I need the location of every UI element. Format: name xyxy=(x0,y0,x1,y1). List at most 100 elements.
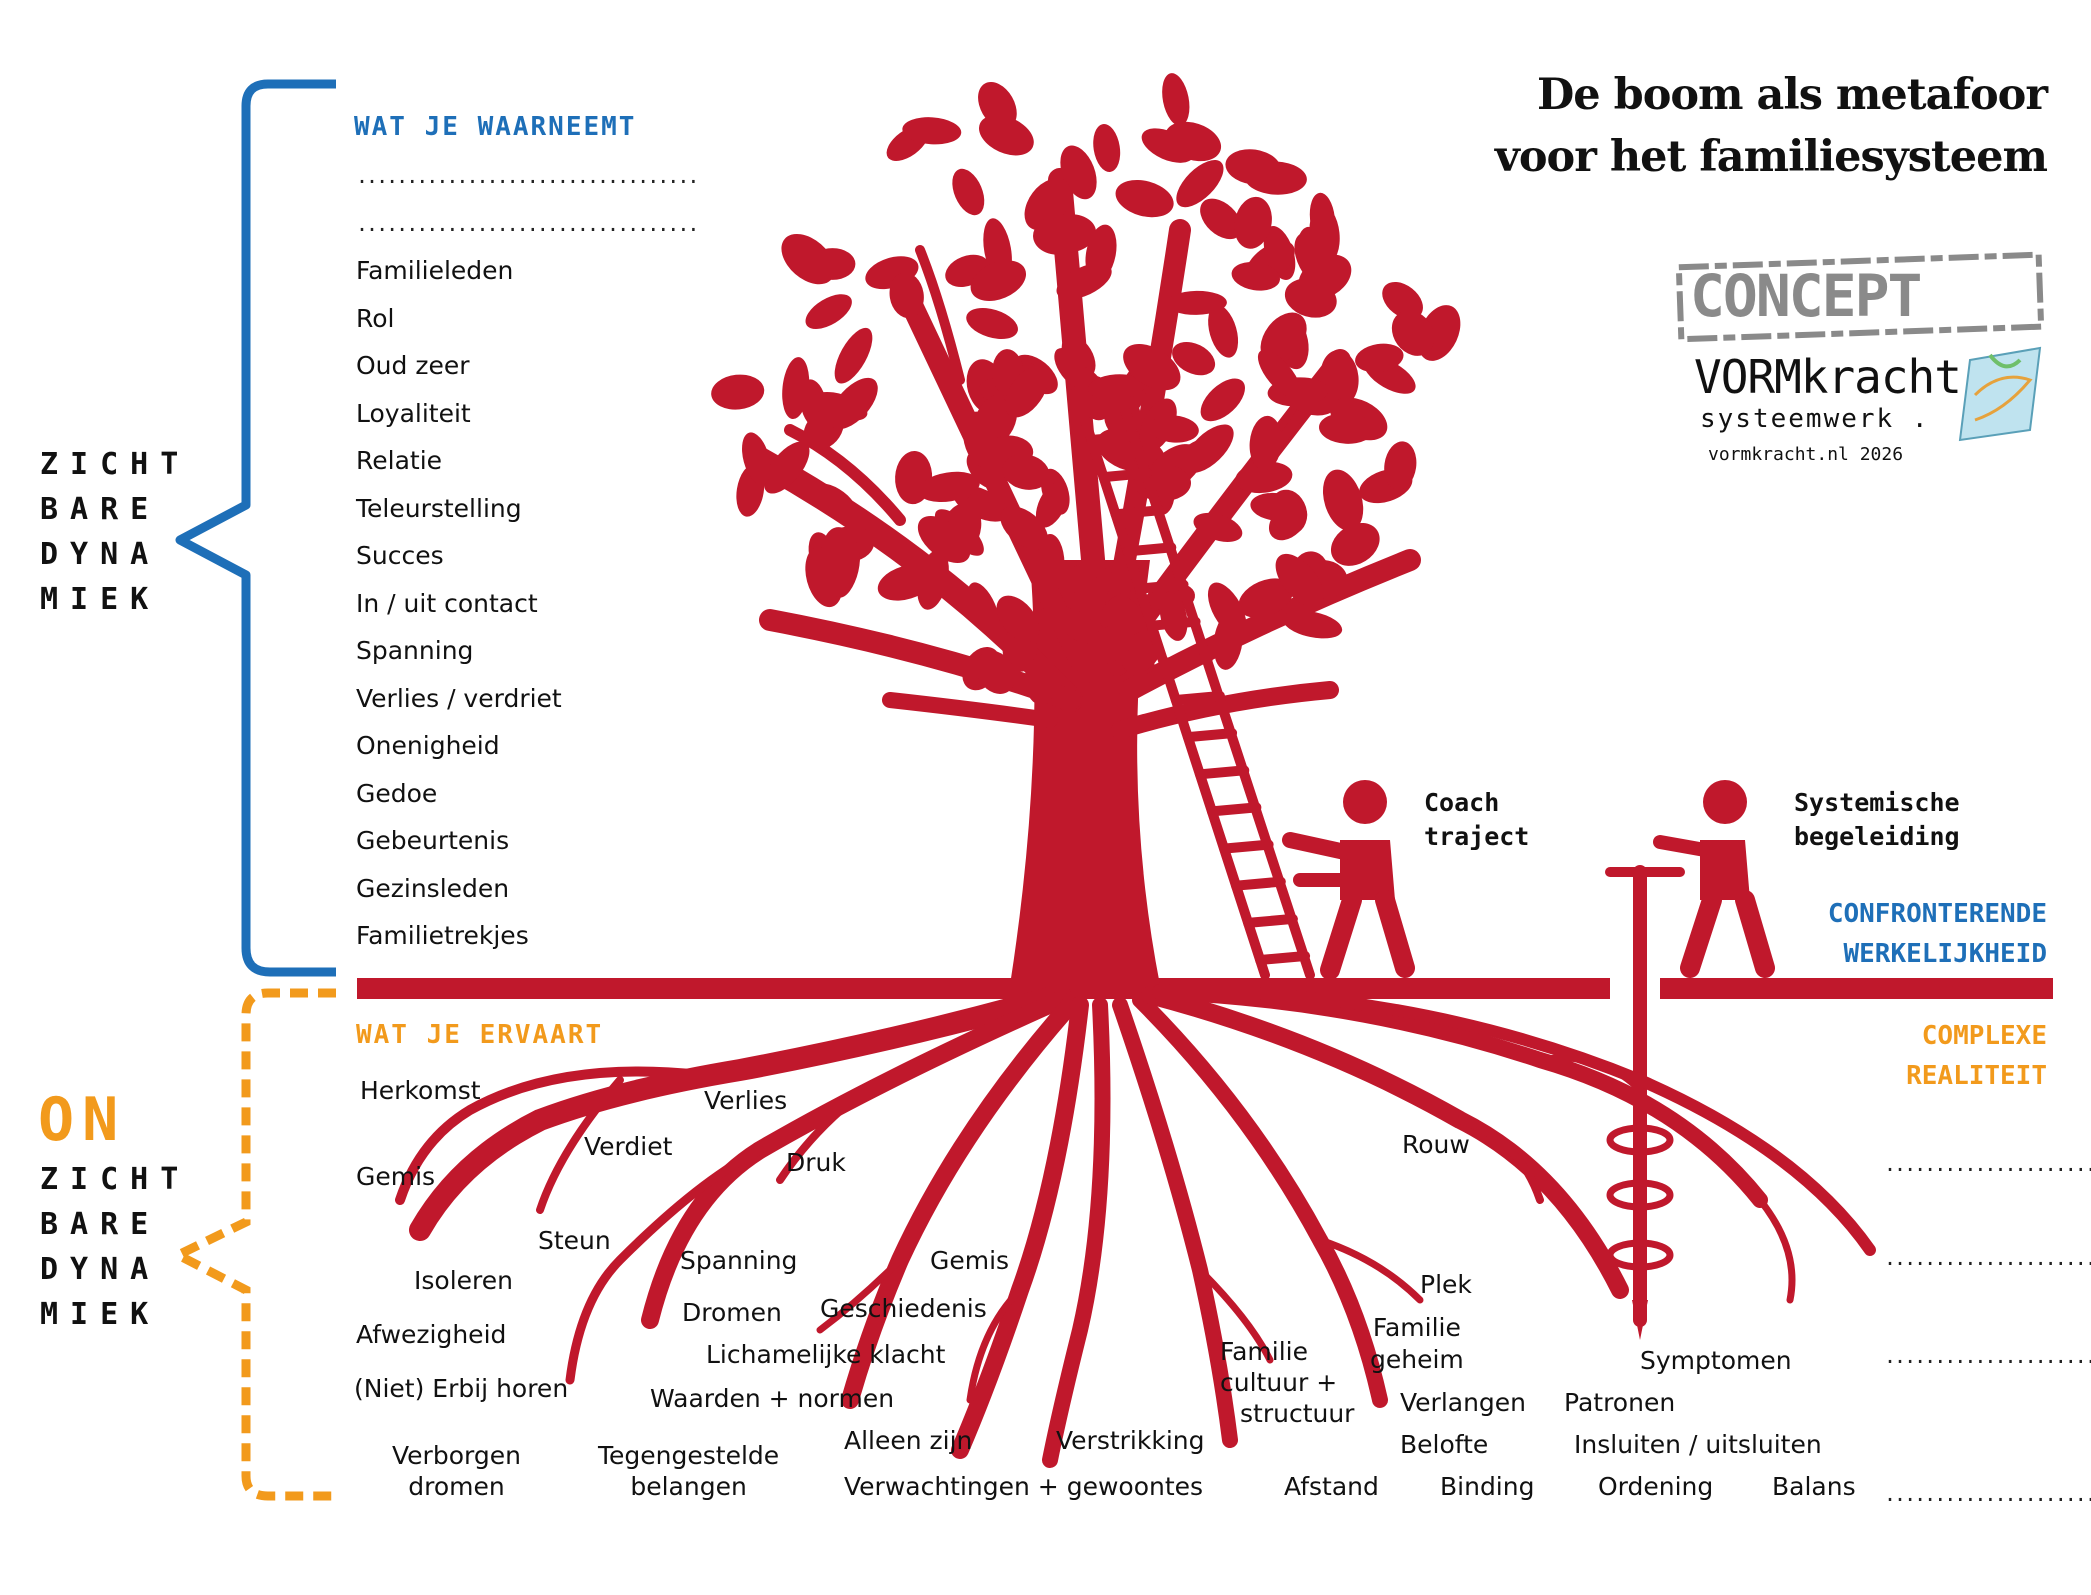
perceive-item: Gedoe xyxy=(356,778,438,808)
systemic-label: Systemische begeleiding xyxy=(1794,786,1960,854)
leaf xyxy=(996,595,1040,642)
verborgen-line-2: dromen xyxy=(408,1472,505,1501)
leaf xyxy=(966,308,1018,339)
leaf xyxy=(1213,612,1243,670)
root-word-verlies: Verlies xyxy=(704,1086,788,1115)
ladder-rung xyxy=(1158,653,1213,668)
leaf xyxy=(1330,522,1380,566)
root-word-dromen: Dromen xyxy=(682,1298,782,1327)
visible-label-line: DYNA xyxy=(40,537,161,572)
ladder-rung xyxy=(1255,951,1311,965)
coach-line-1: Coach xyxy=(1424,788,1500,817)
leaf xyxy=(1319,412,1374,444)
ladder-rung xyxy=(1146,616,1201,631)
leaf xyxy=(742,432,771,485)
leaf xyxy=(1234,196,1272,249)
familie-cultuur-line-2: cultuur + xyxy=(1220,1368,1338,1397)
root-word-verwachtingen-gewoontes: Verwachtingen + gewoontes xyxy=(844,1472,1204,1501)
roots xyxy=(395,984,1876,1468)
concept-stamp xyxy=(1675,251,2045,343)
confront-label: CONFRONTERENDE WERKELIJKHEID xyxy=(1828,894,2047,974)
complex-line-1: COMPLEXE xyxy=(1921,1021,2047,1051)
hidden-label-line: BARE xyxy=(40,1207,161,1242)
ladder-rung xyxy=(1122,542,1177,557)
leaf xyxy=(1200,198,1242,240)
confront-line-2: WERKELIJKHEID xyxy=(1843,939,2048,969)
root-word-gemis: Gemis xyxy=(356,1162,436,1191)
ladder-rung xyxy=(1219,839,1274,854)
complex-label: COMPLEXE REALITEIT xyxy=(1906,1016,2047,1096)
root-word-waarden-normen: Waarden + normen xyxy=(650,1384,895,1413)
hidden-dynamics-label: ZICHT BARE DYNA MIEK xyxy=(40,1157,190,1337)
leaf xyxy=(963,411,998,468)
leaf xyxy=(1382,281,1423,320)
tegengestelde-line-1: Tegengestelde xyxy=(598,1441,780,1470)
root-word-geschiedenis: Geschiedenis xyxy=(820,1294,987,1323)
blue-brace xyxy=(175,79,336,977)
ladder xyxy=(1080,405,1315,980)
experience-header: WAT JE ERVAART xyxy=(356,1020,604,1050)
root-word-patronen: Patronen xyxy=(1564,1388,1676,1417)
leaf xyxy=(1054,347,1089,389)
leaf xyxy=(834,327,873,384)
leaf xyxy=(1208,304,1239,358)
tegengestelde-line-2: belangen xyxy=(630,1472,747,1501)
leaf xyxy=(1193,512,1243,542)
familie-cultuur-line-3: structuur xyxy=(1240,1399,1355,1428)
root-word-lichamelijke-klacht: Lichamelijke klacht xyxy=(706,1340,946,1369)
map-icon xyxy=(1958,346,2042,442)
root-word-tegengestelde-belangen: Tegengestelde belangen xyxy=(598,1440,779,1502)
leaf xyxy=(970,260,1027,302)
complex-placeholder-3: .......................... xyxy=(1884,1344,2091,1368)
perceive-item: Teleurstelling xyxy=(356,493,522,523)
systemic-figure xyxy=(1605,780,1775,1340)
verborgen-line-1: Verborgen xyxy=(392,1441,521,1470)
leaf xyxy=(1162,73,1190,126)
root-word-rouw: Rouw xyxy=(1402,1130,1470,1159)
ladder-rung xyxy=(1182,728,1238,743)
leaf xyxy=(1249,415,1282,471)
perceive-item: In / uit contact xyxy=(356,588,538,618)
leaf xyxy=(829,377,878,430)
leaf xyxy=(1148,415,1199,443)
perceive-item: Verlies / verdriet xyxy=(356,683,562,713)
perceive-placeholder-1: .................................. xyxy=(356,164,699,188)
leaf xyxy=(1024,657,1056,706)
leaf xyxy=(1238,578,1294,618)
ladder-rung xyxy=(1170,691,1225,705)
leaf xyxy=(711,374,765,410)
leaf xyxy=(1282,610,1343,639)
root-word-verlangen: Verlangen xyxy=(1400,1388,1527,1417)
brand-website: vormkracht.nl 2026 xyxy=(1708,444,1904,465)
leaf xyxy=(1176,160,1224,208)
leaf xyxy=(952,168,985,216)
familie-geheim-line-2: geheim xyxy=(1370,1345,1464,1374)
ladder-rung xyxy=(1194,765,1250,780)
familie-cultuur-line-1: Familie xyxy=(1220,1337,1308,1366)
leaf xyxy=(976,650,1016,694)
hidden-label-line: ZICHT xyxy=(40,1162,191,1197)
page-title: De boom als metafoor voor het familiesys… xyxy=(1495,64,2048,188)
perceive-item: Oud zeer xyxy=(356,351,470,380)
coach-line-2: traject xyxy=(1424,822,1530,851)
root-word-herkomst: Herkomst xyxy=(360,1076,481,1105)
perceive-item: Relatie xyxy=(356,446,443,475)
perceive-header: WAT JE WAARNEEMT xyxy=(354,112,637,142)
leaf xyxy=(1294,232,1334,288)
hidden-label-line: MIEK xyxy=(40,1297,161,1332)
leaf xyxy=(1085,624,1134,665)
leaf xyxy=(1322,469,1364,531)
complex-line-2: REALITEIT xyxy=(1906,1061,2047,1091)
leaf xyxy=(781,233,835,285)
systemic-line-2: begeleiding xyxy=(1794,822,1960,851)
perceive-item: Succes xyxy=(356,541,444,570)
leaf xyxy=(1115,179,1174,218)
root-word-insluiten-uitsluiten: Insluiten / uitsluiten xyxy=(1574,1430,1822,1459)
root-word-afstand: Afstand xyxy=(1284,1472,1379,1501)
perceive-placeholder-2: .................................. xyxy=(356,212,699,236)
hidden-label-line: DYNA xyxy=(40,1252,161,1287)
leaf xyxy=(1384,441,1417,490)
leaf xyxy=(1123,343,1181,391)
